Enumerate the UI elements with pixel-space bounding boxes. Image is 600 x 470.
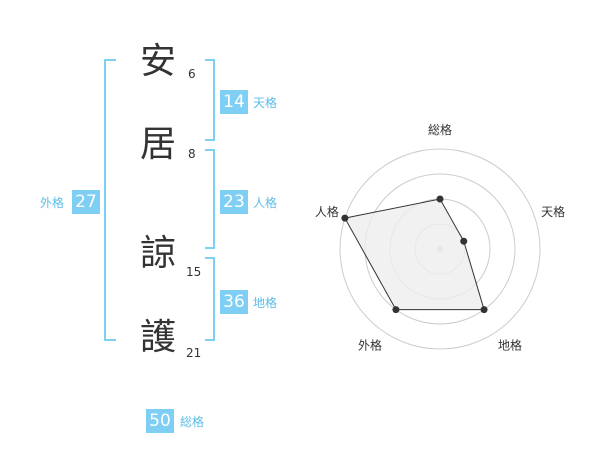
radar-grid-ring [339,148,541,350]
radar-point-2 [460,237,468,245]
soukaku-label: 総格 [180,415,205,429]
gaikaku-badge: 27 [72,190,100,214]
jinkaku-bracket [205,149,215,249]
name-char-4: 護 [140,317,177,358]
radar-series [341,195,488,314]
stroke-count-2: 8 [188,147,196,161]
stroke-count-3: 15 [186,265,202,279]
chikaku-bracket [205,257,215,341]
tenkaku-label: 天格 [253,96,278,110]
name-char-1: 安 [140,41,177,82]
jinkaku-label: 人格 [253,196,278,210]
chikaku-label: 地格 [253,296,278,310]
radar-point-3 [480,306,488,314]
stroke-count-4: 21 [186,346,202,360]
radar-axis-label: 地格 [498,337,522,352]
radar-series-polygon [344,198,485,311]
chikaku-badge: 36 [220,290,248,314]
radar-axis-label: 外格 [358,337,382,352]
jinkaku-badge: 23 [220,190,248,214]
gaikaku-bracket [104,59,116,341]
radar-axis-label: 人格 [315,204,339,219]
radar-point-1 [436,195,444,203]
radar-axis-label: 総格 [428,122,452,137]
radar-axis-label: 天格 [541,204,565,219]
soukaku-badge: 50 [146,409,174,433]
name-char-2: 居 [140,124,177,165]
gaikaku-label: 外格 [40,196,65,210]
radar-point-4 [392,306,400,314]
stroke-count-1: 6 [188,67,196,81]
tenkaku-bracket [205,59,215,141]
tenkaku-badge: 14 [220,90,248,114]
name-char-3: 諒 [140,233,177,274]
radar-point-5 [341,214,349,222]
